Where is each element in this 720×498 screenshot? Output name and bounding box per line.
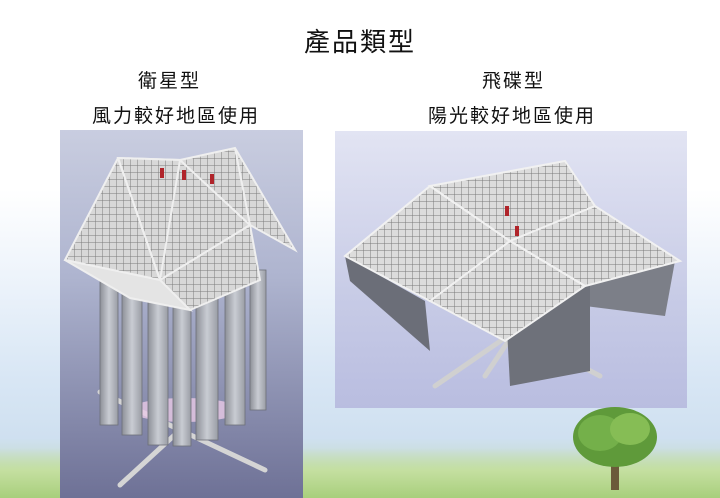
tree-icon <box>573 407 657 490</box>
hub <box>160 168 214 184</box>
hub <box>505 206 519 236</box>
ufo-type-image <box>335 131 687 408</box>
left-use-label: 風力較好地區使用 <box>92 105 261 127</box>
right-type-label: 飛碟型 <box>482 70 546 92</box>
slide-title: 產品類型 <box>303 28 416 58</box>
left-type-label: 衛星型 <box>138 70 202 92</box>
right-use-label: 陽光較好地區使用 <box>428 105 597 127</box>
solar-panels <box>343 159 683 343</box>
solar-roof <box>63 146 298 312</box>
satellite-type-image <box>60 130 303 498</box>
turbine-blades <box>99 269 267 447</box>
